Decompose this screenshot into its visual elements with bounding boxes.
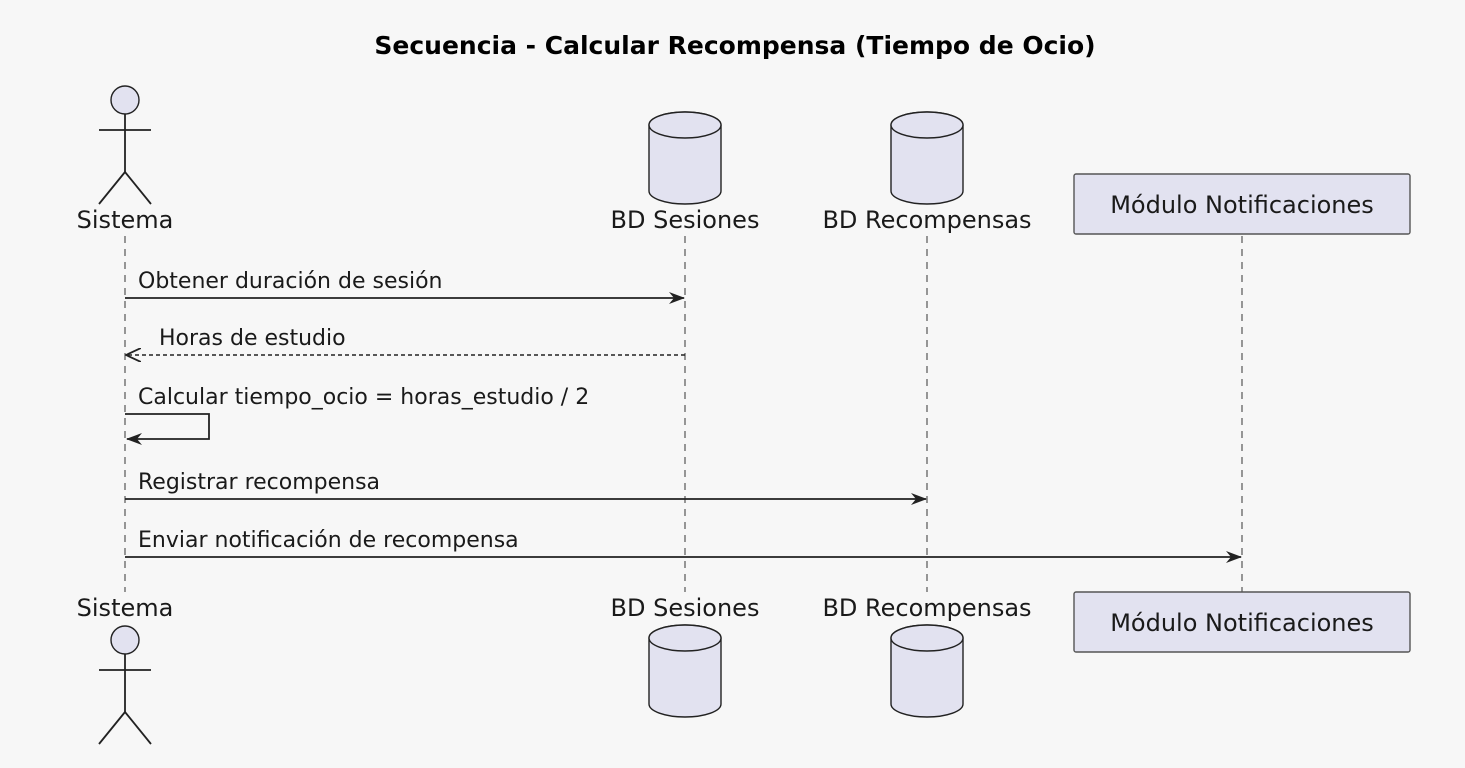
sistema-actor-icon-top (98, 85, 152, 205)
participant-heads-top: Sistema BD Sesiones BD Recompensas Módulo N… (77, 85, 1411, 235)
participant-label-bd-sesiones-top: BD Sesiones (611, 206, 760, 234)
participant-box-modulo-notificaciones-bottom: Módulo Notificaciones (1073, 591, 1411, 653)
message-2: Horas de estudio (126, 326, 685, 355)
bd-recompensas-database-icon-bottom (890, 624, 964, 718)
participant-label-bd-recompensas-top: BD Recompensas (822, 206, 1031, 234)
bd-sesiones-database-icon-top (648, 111, 722, 205)
bd-sesiones-database-icon-bottom (648, 624, 722, 718)
participant-label-modulo-notificaciones-bottom: Módulo Notificaciones (1110, 609, 1374, 637)
message-label: Calcular tiempo_ocio = horas_estudio / 2 (138, 385, 589, 410)
message-1: Obtener duración de sesión (125, 269, 685, 304)
participant-box-modulo-notificaciones-top: Módulo Notificaciones (1073, 173, 1411, 235)
message-label: Registrar recompensa (138, 470, 380, 495)
self-message-arrow (125, 413, 210, 445)
participant-label-sistema-top: Sistema (77, 206, 174, 234)
participant-label-sistema-bottom: Sistema (77, 594, 174, 622)
message-4: Registrar recompensa (125, 470, 927, 505)
message-label: Horas de estudio (159, 326, 346, 351)
message-label: Obtener duración de sesión (138, 269, 442, 294)
message-3: Calcular tiempo_ocio = horas_estudio / 2 (125, 385, 589, 445)
participant-label-modulo-notificaciones-top: Módulo Notificaciones (1110, 191, 1374, 219)
diagram-title: Secuencia - Calcular Recompensa (Tiempo … (374, 31, 1095, 60)
participant-label-bd-sesiones-bottom: BD Sesiones (611, 594, 760, 622)
participant-label-bd-recompensas-bottom: BD Recompensas (822, 594, 1031, 622)
message-5: Enviar notificación de recompensa (125, 528, 1242, 563)
message-label: Enviar notificación de recompensa (138, 528, 519, 553)
sistema-actor-icon-bottom (98, 625, 152, 745)
bd-recompensas-database-icon-top (890, 111, 964, 205)
